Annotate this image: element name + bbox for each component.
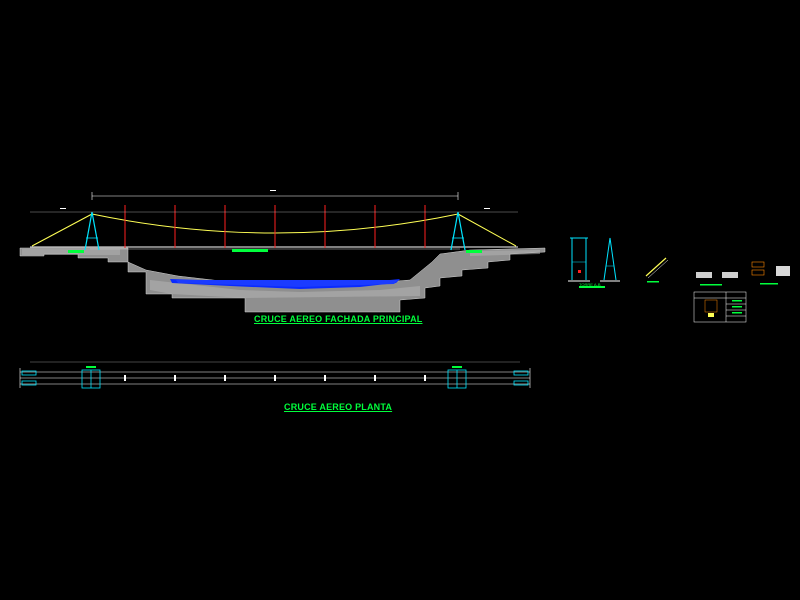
terrain-hatch [150,280,420,298]
plan-marker-green [452,366,462,368]
plan-anchor-left [21,369,101,389]
tower-detail-side [600,237,620,282]
elevation-title: CRUCE AEREO FACHADA PRINCIPAL [254,314,423,324]
backstay-right [457,213,517,247]
tower-detail-label-bar [579,286,605,288]
elevation-view [19,190,546,313]
clamp-detail [645,257,669,283]
span-dimension [30,192,518,213]
backstay-left [31,213,93,247]
tower-detail-title: TORRE A-B [579,282,601,287]
plan-title: CRUCE AEREO PLANTA [284,402,393,412]
tower-left [68,211,100,253]
tower-right [450,211,482,253]
tower-detail-front [568,237,590,282]
terrain-hatch-right [470,250,540,256]
hardware-details [696,261,790,286]
plan-view [19,361,531,389]
plan-marker-green [86,366,96,368]
hanger-ticks [60,190,490,209]
deck-center-label-bar [232,249,268,252]
river-water-fill [176,280,398,287]
plan-anchor-right [447,369,529,389]
legend-table [693,291,747,323]
plan-hanger-markers [124,375,426,381]
